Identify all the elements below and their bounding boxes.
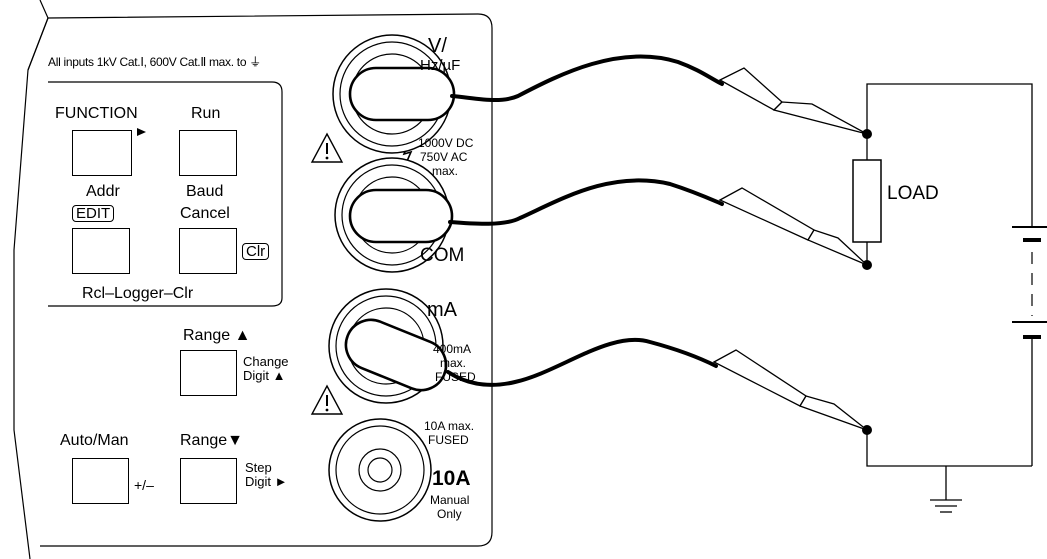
digit-down-label: Digit ►	[245, 474, 288, 489]
edit-button[interactable]	[72, 228, 130, 274]
v-rating-line2: 750V AC	[420, 150, 468, 164]
warning-triangle-icon	[310, 132, 344, 163]
step-label: Step	[245, 460, 272, 475]
range-up-button[interactable]	[180, 350, 237, 396]
test-lead-v	[450, 54, 724, 102]
a10-terminal-label: 10A	[432, 467, 471, 490]
edit-label: EDIT	[72, 205, 115, 222]
a10-rating-line2: FUSED	[428, 433, 469, 447]
baud-label: Baud	[186, 183, 224, 200]
range-down-label: Range▼	[180, 432, 243, 449]
ma-terminal-label: mA	[427, 299, 457, 321]
inputs-rating-note: All inputs 1kV Cat.Ⅰ, 600V Cat.Ⅱ max. to…	[48, 55, 261, 69]
cancel-label: Cancel	[180, 205, 230, 222]
a10-note-line1: Manual	[430, 493, 470, 507]
v-rating-line3: max.	[432, 164, 459, 178]
cancel-button[interactable]	[179, 228, 237, 274]
addr-label: Addr	[86, 183, 120, 200]
test-lead-com	[448, 178, 724, 226]
range-up-label: Range ▲	[183, 327, 251, 344]
rcl-logger-clr-label: Rcl–Logger–Clr	[82, 285, 194, 302]
ground-icon	[930, 466, 962, 513]
ma-probe-plug	[344, 318, 448, 392]
button-group-frame	[48, 81, 283, 307]
v-rating-line1: 1000V DC	[418, 136, 474, 150]
hz-uf-label: Hz/µF	[420, 57, 461, 74]
ma-rating-line2: max.	[440, 356, 467, 370]
probe-ma	[712, 349, 868, 431]
range-down-button[interactable]	[180, 458, 237, 504]
v-terminal-label: V/	[428, 35, 447, 57]
load-label: LOAD	[887, 183, 939, 204]
test-lead-ma	[446, 337, 718, 387]
function-label: FUNCTION	[55, 105, 138, 122]
auto-man-button[interactable]	[72, 458, 129, 504]
a10-note-line2: Only	[437, 507, 462, 521]
battery-symbol	[1012, 226, 1047, 339]
digit-up-label: Digit ▲	[243, 368, 286, 383]
right-arrow-icon	[137, 128, 146, 136]
plus-minus-label: +/–	[134, 477, 154, 493]
probe-com	[718, 187, 868, 266]
load-resistor	[852, 159, 882, 243]
warning-triangle-icon	[310, 384, 344, 415]
clr-label: Clr	[242, 243, 270, 260]
meter-panel	[13, 0, 493, 559]
a10-rating-line1: 10A max.	[424, 419, 475, 433]
ma-rating-line1: 400mA	[433, 342, 472, 356]
v-probe-plug	[348, 66, 456, 122]
com-terminal-label: COM	[420, 245, 465, 266]
change-label: Change	[243, 354, 289, 369]
function-button[interactable]	[72, 130, 132, 176]
a10-terminal-jack[interactable]	[328, 418, 432, 522]
run-button[interactable]	[179, 130, 237, 176]
probe-v	[718, 67, 868, 135]
ma-rating-line3: FUSED	[435, 370, 476, 384]
auto-man-label: Auto/Man	[60, 432, 129, 449]
run-label: Run	[191, 105, 221, 122]
com-probe-plug	[348, 188, 454, 244]
circuit-wires	[866, 83, 1033, 467]
